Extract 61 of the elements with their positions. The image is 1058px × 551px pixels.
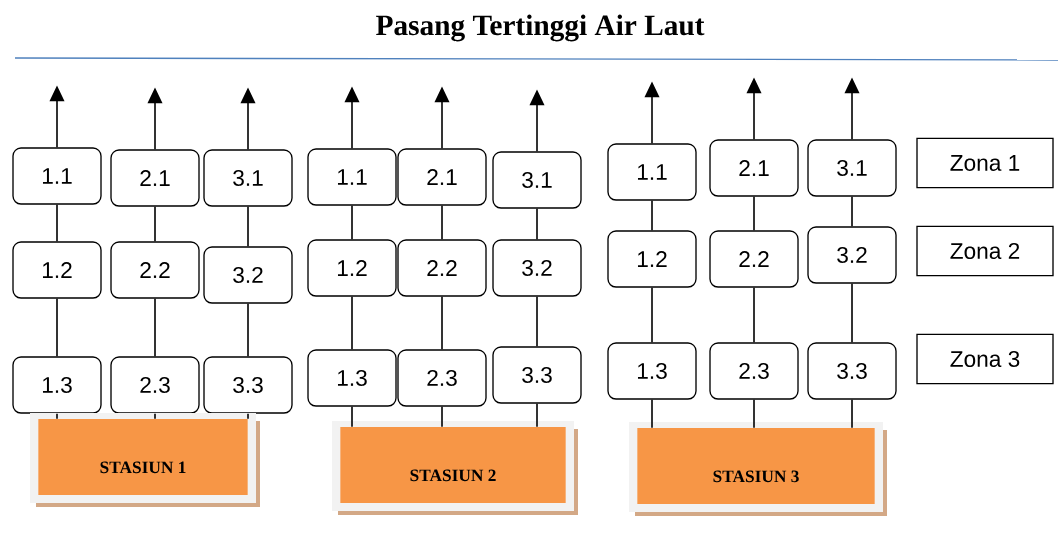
point-box: 3.3: [492, 346, 582, 404]
point-box: 1.3: [307, 349, 397, 407]
connector-line: [536, 295, 538, 348]
connector-line: [154, 205, 156, 243]
connector-line: [651, 199, 653, 232]
connector-line: [56, 297, 58, 358]
point-box: 3.2: [807, 226, 897, 284]
connector-line: [351, 405, 353, 428]
connector-line: [247, 302, 249, 358]
connector-line: [247, 205, 249, 248]
connector-line: [441, 204, 443, 241]
station-box: STASIUN 2: [332, 421, 578, 515]
point-box: 1.1: [307, 148, 397, 206]
point-box: 2.3: [397, 349, 487, 407]
point-box: 2.1: [110, 149, 200, 207]
point-box: 1.3: [607, 342, 697, 400]
point-box: 2.1: [709, 139, 799, 197]
connector-line: [753, 195, 755, 232]
station-box: STASIUN 3: [629, 422, 887, 516]
connector-line: [154, 297, 156, 358]
connector-line: [753, 286, 755, 344]
point-box: 2.3: [709, 342, 799, 400]
connector-line: [351, 295, 353, 351]
connector-line: [536, 402, 538, 428]
zone-box: Zona 2: [916, 225, 1054, 277]
point-box: 3.1: [492, 151, 582, 209]
point-box: 2.2: [110, 241, 200, 299]
connector-line: [441, 295, 443, 351]
station-box: STASIUN 1: [30, 413, 260, 507]
point-box: 2.2: [397, 239, 487, 297]
point-box: 2.2: [709, 230, 799, 288]
point-box: 1.2: [607, 230, 697, 288]
connector-line: [56, 203, 58, 243]
point-box: 3.3: [203, 356, 293, 414]
point-box: 2.1: [397, 148, 487, 206]
connector-line: [536, 207, 538, 241]
connector-line: [851, 282, 853, 344]
connector-line: [247, 412, 249, 420]
connector-line: [441, 405, 443, 428]
connector-line: [851, 195, 853, 228]
point-box: 1.1: [12, 147, 102, 205]
point-box: 3.2: [203, 246, 293, 304]
connector-line: [154, 412, 156, 420]
zone-box: Zona 1: [916, 137, 1054, 189]
connector-line: [56, 412, 58, 420]
point-box: 1.1: [607, 143, 697, 201]
point-box: 3.1: [203, 149, 293, 207]
connector-line: [651, 398, 653, 429]
zone-box: Zona 3: [916, 333, 1054, 385]
connector-line: [753, 398, 755, 429]
title: Pasang Tertinggi Air Laut: [376, 14, 705, 42]
point-box: 2.3: [110, 356, 200, 414]
connector-line: [651, 286, 653, 344]
point-box: 3.1: [807, 139, 897, 197]
point-box: 3.2: [492, 239, 582, 297]
point-box: 1.2: [12, 241, 102, 299]
point-box: 3.3: [807, 342, 897, 400]
connector-line: [851, 398, 853, 429]
point-box: 1.3: [12, 356, 102, 414]
connector-line: [351, 204, 353, 241]
point-box: 1.2: [307, 239, 397, 297]
